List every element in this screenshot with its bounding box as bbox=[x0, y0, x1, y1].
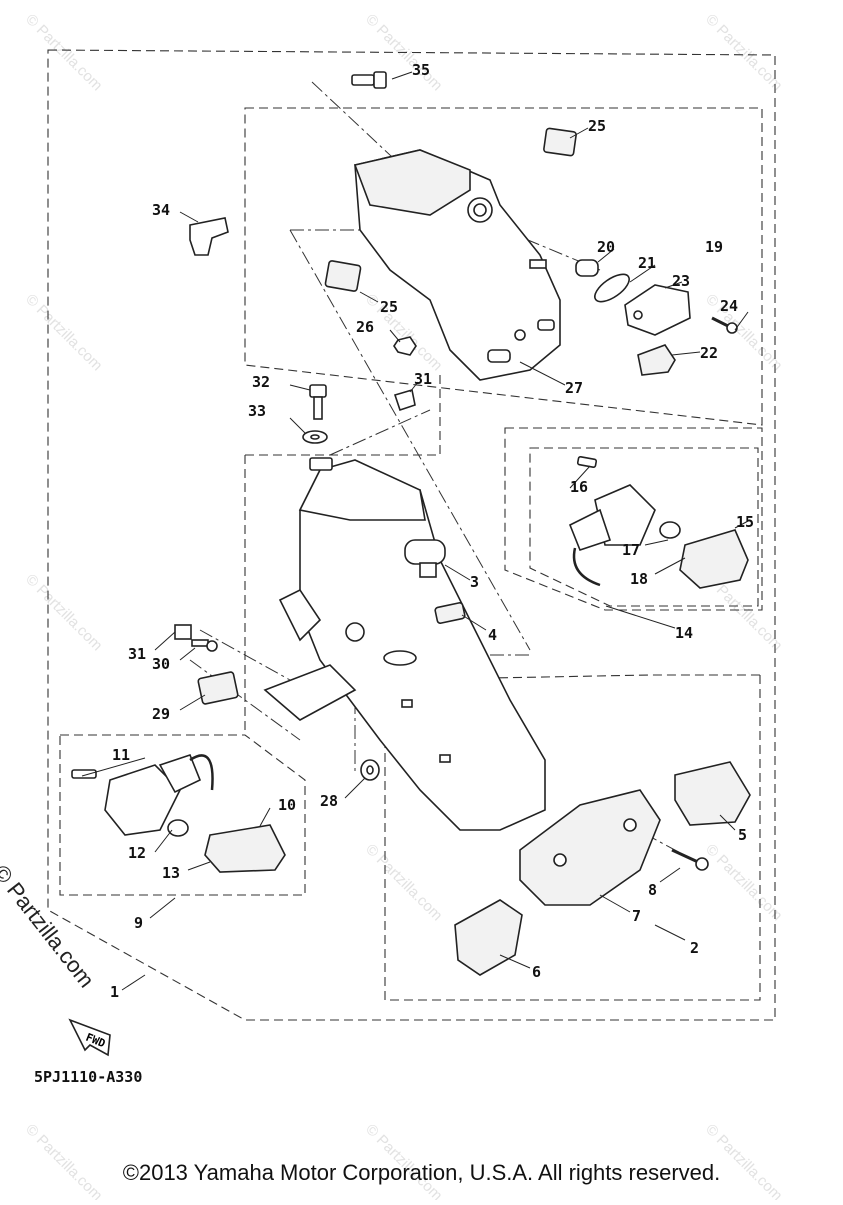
damper-4 bbox=[434, 602, 466, 624]
callout-29: 29 bbox=[152, 705, 170, 723]
callout-6: 6 bbox=[532, 963, 541, 981]
callout-31-upper: 31 bbox=[414, 370, 432, 388]
callout-30: 30 bbox=[152, 655, 170, 673]
rear-fender-part bbox=[263, 457, 546, 831]
damper-25-lower bbox=[324, 260, 362, 292]
bulb-3 bbox=[404, 539, 446, 578]
watermark: © Partzilla.com bbox=[362, 841, 445, 924]
bolt-35 bbox=[351, 71, 387, 89]
callout-12: 12 bbox=[128, 844, 146, 862]
callout-9: 9 bbox=[134, 914, 143, 932]
callout-32: 32 bbox=[252, 373, 270, 391]
nut-31-lower bbox=[174, 624, 192, 640]
callout-25-lower: 25 bbox=[380, 298, 398, 316]
diagram-code: 5PJ1110-A330 bbox=[34, 1068, 143, 1086]
damper-29 bbox=[197, 671, 239, 705]
callout-31-lower: 31 bbox=[128, 645, 146, 663]
left-flasher-part bbox=[71, 754, 286, 873]
callout-14: 14 bbox=[675, 624, 693, 642]
callout-25-upper: 25 bbox=[588, 117, 606, 135]
lens-5 bbox=[674, 761, 751, 826]
callouts: 35 25 34 20 19 21 23 24 25 26 22 27 32 3… bbox=[110, 61, 754, 1001]
leader-lines bbox=[81, 71, 751, 991]
fender-outline bbox=[244, 370, 441, 735]
watermark: © Partzilla.com bbox=[702, 11, 785, 94]
callout-16: 16 bbox=[570, 478, 588, 496]
callout-10: 10 bbox=[278, 796, 296, 814]
gasket-21 bbox=[594, 273, 630, 303]
left-signal-outline bbox=[59, 734, 306, 896]
callout-24: 24 bbox=[720, 297, 738, 315]
callout-13: 13 bbox=[162, 864, 180, 882]
callout-19: 19 bbox=[705, 238, 723, 256]
callout-1: 1 bbox=[110, 983, 119, 1001]
damper-25-upper bbox=[543, 127, 577, 157]
fwd-arrow: FWD bbox=[68, 1018, 111, 1057]
bracket-subassembly-outline bbox=[244, 107, 763, 426]
nut-31-upper bbox=[393, 388, 416, 412]
callout-26: 26 bbox=[356, 318, 374, 336]
callout-17: 17 bbox=[622, 541, 640, 559]
callout-27: 27 bbox=[565, 379, 583, 397]
callout-5: 5 bbox=[738, 826, 747, 844]
callout-3: 3 bbox=[470, 573, 479, 591]
callout-7: 7 bbox=[632, 907, 641, 925]
callout-20: 20 bbox=[597, 238, 615, 256]
watermark: © Partzilla.com bbox=[22, 291, 105, 374]
callout-35: 35 bbox=[412, 61, 430, 79]
right-flasher-part bbox=[568, 456, 749, 589]
tail-lamp-7 bbox=[519, 789, 661, 906]
tail-lens-subassembly-outline bbox=[384, 674, 761, 1001]
callout-2: 2 bbox=[690, 939, 699, 957]
clamp-34 bbox=[189, 217, 229, 256]
screw-30 bbox=[191, 639, 218, 652]
callout-28: 28 bbox=[320, 792, 338, 810]
rear-bracket-part bbox=[353, 149, 561, 381]
assembly-outline bbox=[47, 49, 776, 1021]
watermark: © Partzilla.com bbox=[22, 571, 105, 654]
nut-26 bbox=[393, 336, 417, 356]
bolt-32 bbox=[309, 384, 327, 420]
collar-28 bbox=[360, 759, 380, 781]
lens-22 bbox=[637, 344, 676, 376]
watermark: © Partzilla.com bbox=[702, 841, 785, 924]
callout-8: 8 bbox=[648, 881, 657, 899]
right-signal-outline bbox=[504, 427, 763, 611]
lens-6 bbox=[454, 899, 523, 976]
callout-18: 18 bbox=[630, 570, 648, 588]
copyright-notice: ©2013 Yamaha Motor Corporation, U.S.A. A… bbox=[122, 1160, 721, 1185]
callout-34: 34 bbox=[152, 201, 170, 219]
callout-15: 15 bbox=[736, 513, 754, 531]
callout-33: 33 bbox=[248, 402, 266, 420]
callout-23: 23 bbox=[672, 272, 690, 290]
callout-11: 11 bbox=[112, 746, 130, 764]
right-signal-inner-outline bbox=[529, 447, 759, 607]
license-light-23 bbox=[624, 284, 691, 336]
washer-33 bbox=[302, 430, 328, 444]
bulb-20 bbox=[575, 259, 599, 277]
callout-21: 21 bbox=[638, 254, 656, 272]
watermark: © Partzilla.com bbox=[22, 11, 105, 94]
screw-8 bbox=[671, 848, 709, 871]
callout-4: 4 bbox=[488, 626, 497, 644]
callout-22: 22 bbox=[700, 344, 718, 362]
